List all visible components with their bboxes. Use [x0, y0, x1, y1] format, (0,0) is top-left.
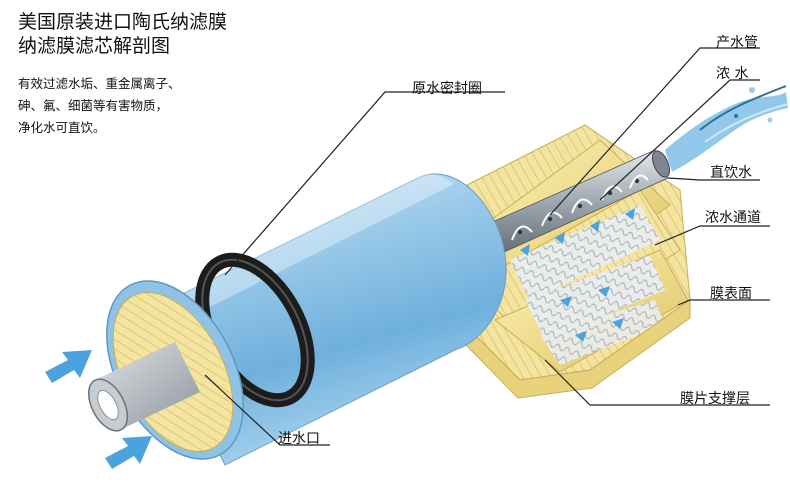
- title-line-1: 美国原装进口陶氏纳滤膜: [18, 11, 228, 33]
- description: 有效过滤水垢、重金属离子、 砷、氟、细菌等有害物质， 净化水可直饮。: [18, 73, 181, 139]
- water-splash: [665, 85, 789, 172]
- description-line-2: 砷、氟、细菌等有害物质，: [18, 98, 169, 113]
- page-title: 美国原装进口陶氏纳滤膜 纳滤膜滤芯解剖图: [18, 10, 227, 58]
- label-seal-ring: 原水密封圈: [412, 81, 482, 97]
- label-concentrate: 浓 水: [716, 66, 749, 82]
- description-line-3: 净化水可直饮。: [18, 120, 106, 135]
- inlet-end: [87, 280, 244, 460]
- inlet-arrows: [45, 350, 152, 469]
- label-concentrate-channel: 浓水通道: [705, 210, 761, 226]
- description-line-1: 有效过滤水垢、重金属离子、: [18, 76, 181, 91]
- label-membrane-surface: 膜表面: [710, 286, 752, 302]
- label-water-inlet: 进水口: [278, 431, 320, 447]
- title-line-2: 纳滤膜滤芯解剖图: [18, 35, 171, 57]
- label-drinking-water: 直饮水: [710, 165, 752, 181]
- label-membrane-support-layer: 膜片支撑层: [680, 391, 750, 407]
- flow-arrows-internal: [520, 208, 635, 342]
- label-product-water-tube: 产水管: [716, 35, 758, 51]
- leader-lines: [204, 47, 770, 446]
